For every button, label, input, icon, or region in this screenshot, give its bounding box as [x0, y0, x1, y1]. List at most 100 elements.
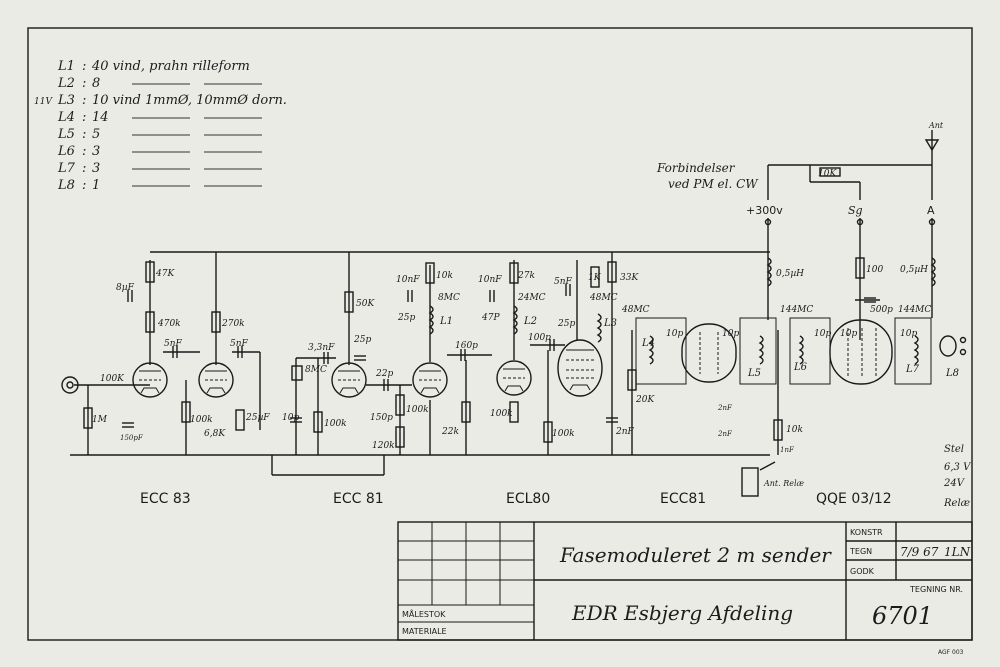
label-c-10p-f: 10p	[900, 329, 917, 339]
tube-ecc83-b	[198, 362, 234, 398]
label-xtal: 8MC	[305, 365, 327, 375]
wiring	[70, 150, 933, 476]
connection-note-line2: ved PM el. CW	[668, 177, 759, 191]
label-mc-144a: 144MC	[780, 305, 813, 315]
label-c-2nf-b: 2nF	[717, 404, 733, 412]
label-r-27k: 27k	[517, 271, 535, 281]
label-r-20k: 20K	[635, 395, 655, 405]
coil-table-spec: 5	[92, 127, 100, 142]
svg-text::: :	[82, 93, 86, 108]
label-r-100k-in: 100K	[100, 374, 125, 384]
tb-tegning-nr: 6701	[872, 602, 933, 630]
label-r-6k8: 6,8K	[204, 429, 226, 439]
label-r-470k: 470k	[157, 319, 181, 329]
label-c-input: 150pF	[120, 434, 144, 442]
label-c-10nf-a: 10nF	[396, 275, 420, 285]
coil-table-spec: 40 vind, prahn rilleform	[91, 59, 250, 74]
coil-table-name: L4	[57, 110, 75, 125]
tube-label-ecc81-a: ECC 81	[333, 491, 384, 507]
label-l2: L2	[523, 316, 537, 327]
tb-tegn-sign: 1LN	[944, 545, 971, 559]
label-l8: L8	[945, 368, 959, 379]
label-l-05uh-b: 0,5µH	[900, 265, 928, 275]
svg-text::: :	[82, 59, 86, 74]
svg-text::: :	[82, 144, 86, 159]
coil-table-name: L1	[57, 59, 75, 74]
label-r-100k-d: 100k	[406, 405, 429, 415]
coil-table-row: L4:14	[57, 110, 262, 125]
label-l5: L5	[747, 368, 761, 379]
label-r-10k-pot: 10K	[818, 169, 837, 179]
label-c-500p: 500p	[870, 305, 893, 315]
tb-tegn-date: 7/9 67	[900, 545, 939, 559]
label-mc-144b: 144MC	[898, 305, 931, 315]
label-c-10nf-b: 10nF	[478, 275, 502, 285]
side-labels: Stel 6,3 V 24V Relæ Ant. Relæ	[763, 444, 972, 509]
antenna-symbol	[924, 130, 940, 152]
label-c-25p-b: 25p	[397, 313, 415, 323]
footer-code: AGF 003	[938, 649, 964, 656]
svg-text::: :	[82, 161, 86, 176]
connection-note-line1: Forbindelser	[656, 161, 736, 175]
svg-text::: :	[82, 110, 86, 125]
label-r-10k-b: 10k	[786, 425, 803, 435]
label-relay: Relæ	[943, 498, 970, 509]
label-heater: 6,3 V	[944, 462, 972, 473]
tube-ecc81-push-pull	[681, 323, 737, 383]
coil-table-spec: 3	[92, 144, 100, 159]
svg-text::: :	[82, 127, 86, 142]
input-connector	[61, 376, 79, 394]
label-l3: L3	[603, 318, 617, 329]
coil-table-row: L3:10 vind 1mmØ, 10mmØ dorn.11V	[34, 93, 287, 108]
label-c-2nf: 2nF	[615, 427, 635, 437]
label-mc-8: 8MC	[438, 293, 460, 303]
component-labels: 8µF 47K 470k 100K 1M 150pF 5nF 270k 5nF …	[92, 169, 931, 454]
label-mc-24: 24MC	[517, 293, 546, 303]
label-c-100p: 100p	[528, 333, 551, 343]
label-relay-contacts: Ant. Relæ	[763, 479, 805, 488]
label-c-10p-d: 10p	[814, 329, 831, 339]
label-r-10k-a: 10k	[436, 271, 453, 281]
coil-table-margin-note: 11V	[34, 97, 53, 107]
label-stel: Stel	[944, 444, 964, 455]
label-l6: L6	[793, 362, 808, 373]
label-c-25uf: 25µF	[245, 413, 270, 423]
label-l4: L4	[641, 338, 655, 349]
label-c-150p: 150p	[370, 413, 393, 423]
terminal-supply: +300v	[746, 204, 783, 217]
coil-table-name: L8	[57, 178, 75, 193]
label-r-270k: 270k	[221, 319, 245, 329]
label-c-22p: 22p	[375, 369, 393, 379]
tb-title: Fasemoduleret 2 m sender	[559, 543, 832, 567]
tube-ecc81-a	[331, 362, 367, 398]
coil-table-row: L5:5	[57, 127, 262, 142]
coil-table-name: L3	[57, 93, 75, 108]
terminal-antenna: Ant	[928, 121, 944, 130]
label-c-10p-c: 10p	[722, 329, 739, 339]
label-c-25p-a: 25p	[353, 335, 371, 345]
tube-label-ecl80: ECL80	[506, 491, 550, 507]
label-r-22k: 22k	[441, 427, 459, 437]
coil-table-name: L7	[57, 161, 76, 176]
coil-table-name: L2	[57, 76, 75, 91]
tube-label-ecc81-b: ECC81	[660, 491, 706, 507]
coil-table-spec: 14	[92, 110, 109, 125]
coil-table-row: L1:40 vind, prahn rilleform	[57, 59, 250, 74]
label-c-5nf-c: 5nF	[554, 277, 573, 287]
tube-qqe0312	[829, 319, 893, 385]
terminals: +300v Sg A Ant	[746, 121, 944, 226]
tb-godk: GODK	[850, 567, 875, 576]
label-c-5nf-a: 5nF	[164, 339, 183, 349]
coil-table-row: L8:1	[57, 178, 262, 193]
label-r-100k-c: 100k	[324, 419, 347, 429]
label-c-25p-c: 25p	[557, 319, 575, 329]
terminal-anode: A	[927, 204, 935, 217]
coil-labels: L1 L2 L3 L4 L5 L6 L7 L8	[439, 316, 959, 379]
label-r-100k-f: 100k	[552, 429, 575, 439]
label-r-47k: 47K	[155, 269, 175, 279]
tube-ecl80-pentode	[557, 339, 603, 397]
tb-malestok: MÅLESTOK	[402, 608, 446, 619]
terminal-sg: Sg	[848, 204, 863, 217]
label-r-1m: 1M	[92, 415, 108, 425]
